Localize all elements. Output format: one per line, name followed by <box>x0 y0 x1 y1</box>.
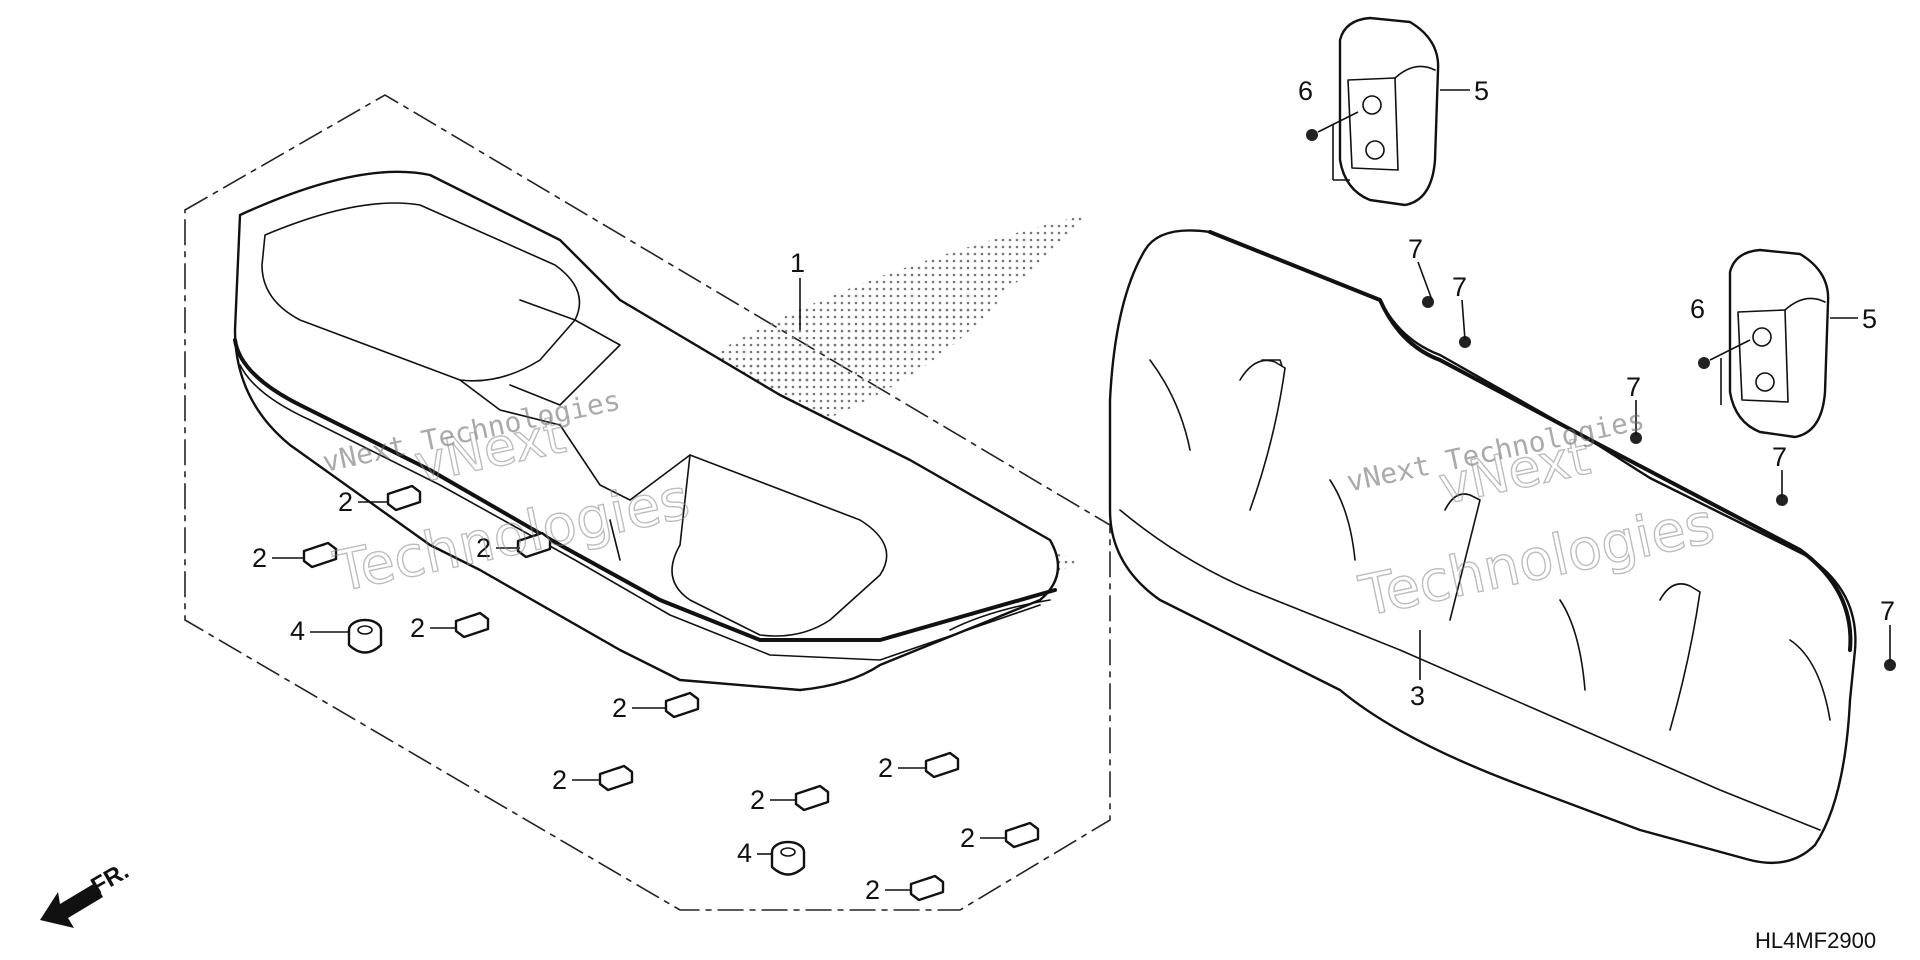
nut-7-c <box>1630 432 1642 444</box>
callout-2-e: 2 <box>612 693 627 723</box>
callout-7-c: 7 <box>1626 372 1641 402</box>
front-arrow: FR. <box>40 857 133 928</box>
seat-cushion <box>233 170 1060 692</box>
clip-group <box>302 484 1040 902</box>
diagram-code: HL4MF2900 <box>1755 928 1876 953</box>
callout-2-i: 2 <box>960 823 975 853</box>
callout-2-d: 2 <box>410 613 425 643</box>
callout-7-a: 7 <box>1408 234 1423 264</box>
bolt-upper <box>1306 111 1359 181</box>
nut-7-a <box>1422 296 1434 308</box>
callout-5-upper: 5 <box>1474 76 1489 106</box>
callout-7-b: 7 <box>1452 272 1467 302</box>
grommet-upper <box>347 618 383 654</box>
callout-2-h: 2 <box>878 753 893 783</box>
callout-4-lower: 4 <box>737 838 752 868</box>
callout-2-a: 2 <box>338 487 353 517</box>
callout-4-upper: 4 <box>290 616 305 646</box>
callout-1: 1 <box>790 248 805 278</box>
nut-7-e <box>1884 659 1896 671</box>
callout-7-d: 7 <box>1772 442 1787 472</box>
kit-boundary <box>184 94 1111 911</box>
nut-7-d <box>1776 494 1788 506</box>
callout-2-c: 2 <box>476 533 491 563</box>
callout-3: 3 <box>1410 681 1425 711</box>
seat-back <box>1108 229 1857 864</box>
callout-2-b: 2 <box>252 543 267 573</box>
callout-2-f: 2 <box>552 765 567 795</box>
callout-2-g: 2 <box>750 785 765 815</box>
callouts: 1 3 5 5 6 6 7 7 7 7 7 4 4 2 2 2 2 2 2 2 … <box>252 76 1895 905</box>
bolt-lower <box>1698 339 1751 405</box>
headrest-upper <box>1338 16 1440 207</box>
nut-7-b <box>1459 336 1471 348</box>
callout-6-upper: 6 <box>1298 76 1313 106</box>
headrest-lower <box>1728 248 1830 439</box>
callout-6-lower: 6 <box>1690 294 1705 324</box>
leader-lines <box>272 89 1891 891</box>
grommet-lower <box>770 840 806 876</box>
callout-7-e: 7 <box>1880 596 1895 626</box>
callout-2-j: 2 <box>865 875 880 905</box>
callout-5-lower: 5 <box>1862 304 1877 334</box>
